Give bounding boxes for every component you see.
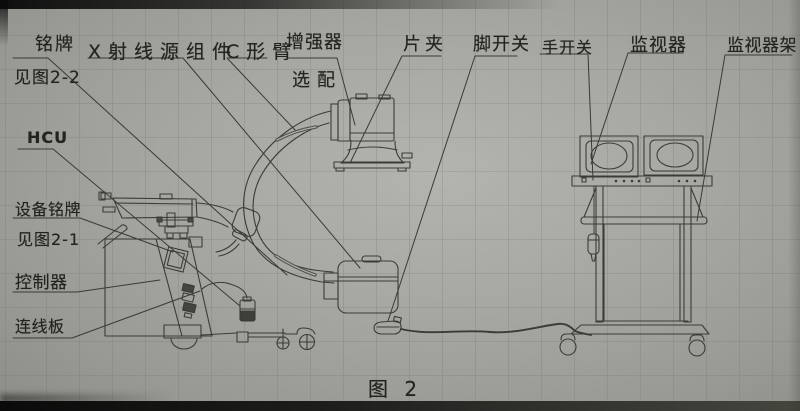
arm-carriage (156, 193, 194, 239)
figure-caption: 图 2 (368, 377, 423, 401)
push-handle (97, 224, 128, 249)
foot-switch-cable (400, 322, 592, 336)
cart-frame (570, 185, 710, 335)
c-arm-arc (243, 110, 335, 284)
label-device-nameplate-ref: 见图2-1 (17, 230, 81, 249)
label-hand-switch: 手开关 (542, 38, 594, 57)
monitor-left (579, 135, 639, 178)
base-wheels (163, 324, 316, 351)
label-monitor: 监视器 (630, 35, 687, 56)
connection-board-strip (181, 283, 197, 319)
label-monitor-stand: 监视器架 (727, 36, 797, 56)
label-foot-switch: 脚开关 (473, 34, 530, 55)
label-film-holder: 片夹 (403, 34, 447, 55)
label-intensifier-note: 选配 (292, 70, 342, 91)
label-c-arm: C形臂 (226, 41, 299, 63)
label-connection-board: 连线板 (15, 317, 65, 336)
film-holder-plate (333, 161, 411, 169)
label-nameplate-ref: 见图2-2 (14, 68, 81, 88)
photo-corner-shadow (0, 0, 8, 46)
hand-switch-drawing (587, 185, 600, 262)
cart-casters (559, 333, 706, 357)
xray-source-assembly (323, 255, 399, 314)
machine-body (104, 236, 213, 337)
c-arm-holder (196, 202, 261, 257)
label-hcu: HCU (27, 128, 69, 147)
label-device-nameplate: 设备铭牌 (15, 200, 82, 219)
label-nameplate: 铭牌 (35, 34, 75, 55)
monitor-right (643, 135, 704, 176)
monitor-cart (559, 135, 713, 357)
horizontal-arm (98, 191, 198, 219)
photo-bottom-shadow (0, 401, 800, 411)
photo-top-shadow (0, 0, 560, 9)
label-xray-source: X射线源组件 (88, 41, 239, 63)
photo-bottom-left-shadow (0, 394, 170, 403)
control-shelf (571, 175, 713, 187)
c-arm-machine (97, 93, 413, 351)
photo-right-shadow (788, 0, 800, 411)
label-controller: 控制器 (15, 273, 68, 293)
foot-switch-drawing (373, 315, 592, 336)
image-intensifier (330, 93, 413, 172)
label-intensifier: 增强器 (286, 32, 343, 53)
leader-lines (12, 52, 793, 339)
hcu-pendant (201, 281, 256, 322)
device-nameplate-plate (163, 246, 189, 273)
